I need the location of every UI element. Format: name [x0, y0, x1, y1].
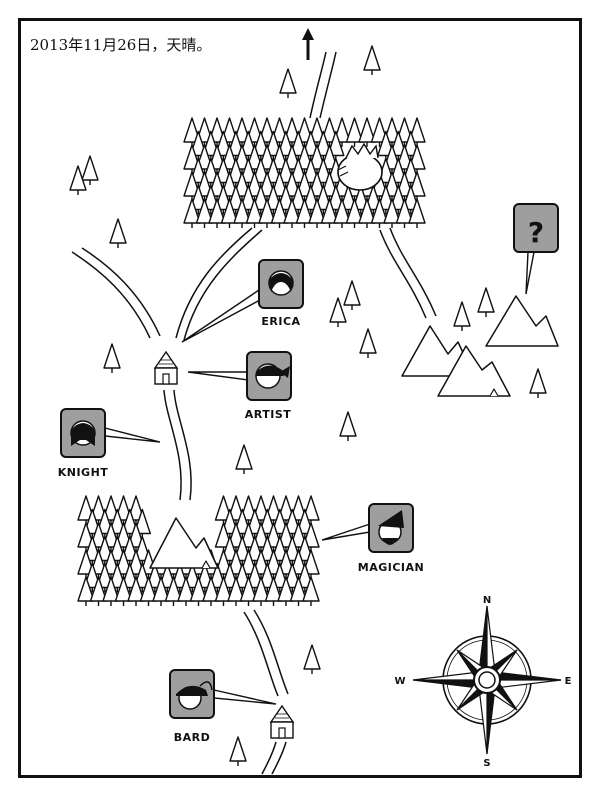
house-icon	[154, 351, 178, 385]
question-mark: ?	[528, 216, 544, 249]
moneybag-icon	[337, 142, 383, 191]
portrait-icon	[378, 510, 404, 545]
character-bard[interactable]: BARD	[169, 669, 277, 744]
compass-south: S	[483, 758, 490, 769]
house-icon	[270, 705, 294, 739]
mountain-in-forest	[149, 517, 219, 569]
character-label: ERICA	[261, 315, 300, 328]
character-artist[interactable]: ARTIST	[187, 351, 292, 421]
character-knight[interactable]: KNIGHT	[58, 408, 161, 479]
roads	[71, 51, 437, 775]
north-arrow-icon	[302, 28, 314, 60]
character-erica[interactable]: ERICA	[181, 259, 304, 343]
compass-east: E	[565, 676, 572, 687]
character-label: ARTIST	[245, 408, 292, 421]
portrait-icon	[70, 420, 96, 446]
character-label: MAGICIAN	[358, 561, 424, 574]
mystery-marker[interactable]: ?	[513, 203, 559, 295]
character-magician[interactable]: MAGICIAN	[321, 503, 424, 574]
mountains	[401, 295, 559, 397]
character-label: BARD	[174, 731, 211, 744]
compass-rose-icon	[412, 605, 562, 755]
portrait-icon	[255, 363, 290, 389]
compass-north: N	[483, 595, 491, 606]
portrait-icon	[268, 270, 294, 296]
portrait-icon	[176, 681, 213, 710]
date-caption: 2013年11月26日，天晴。	[30, 36, 212, 54]
character-label: KNIGHT	[58, 466, 109, 479]
north-forest	[183, 117, 426, 229]
compass-west: W	[394, 676, 405, 687]
